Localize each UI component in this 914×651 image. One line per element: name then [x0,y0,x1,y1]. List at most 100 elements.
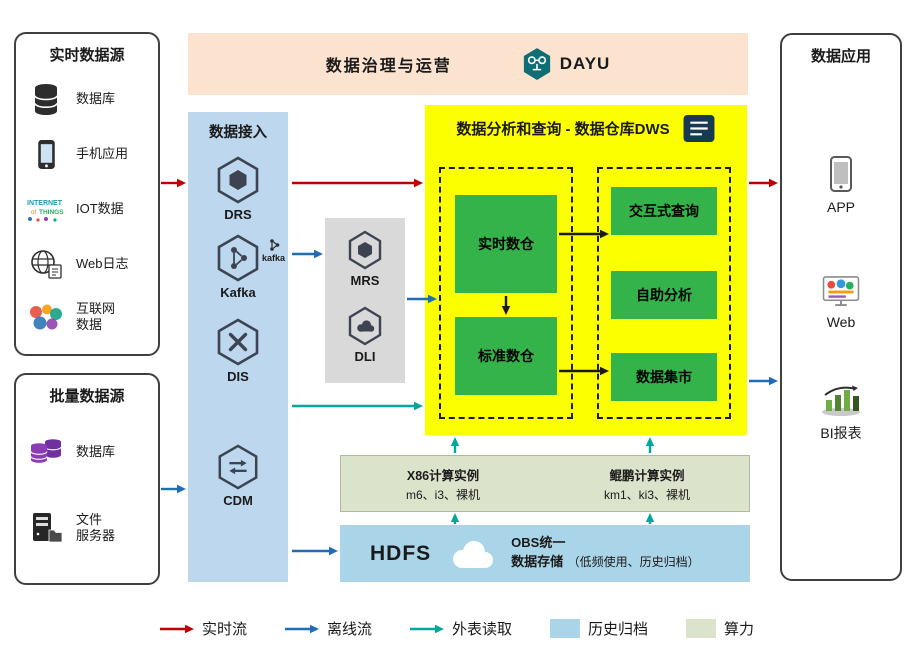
panel-storage: HDFS OBS统一 数据存储 （低频使用、历史归档） [340,525,750,582]
kunpeng-compute-spec: km1、ki3、裸机 [603,487,690,502]
svg-text:THINGS: THINGS [39,209,64,216]
document-list-icon [683,114,715,143]
svg-text:INTERNET: INTERNET [27,200,63,207]
web-monitor-icon [822,276,860,307]
legend-external-read: 外表读取 [409,618,512,639]
obs-note: （低频使用、历史归档） [567,555,700,570]
applications-title: 数据应用 [810,48,871,65]
service-label: DRS [224,207,252,222]
legend-archive: 历史归档 [550,618,648,639]
dws-self-service-analysis: 自助分析 [611,271,717,319]
legend-label: 算力 [724,621,755,638]
kafka-logo-icon [269,239,279,251]
file-server-icon [24,512,68,544]
dis-icon [217,318,259,366]
panel-batch-sources: 批量数据源 数据库 [14,373,160,585]
service-label: MRS [350,273,380,288]
source-item-label: 数据库 [76,90,116,106]
legend-compute: 算力 [686,618,754,639]
realtime-sources-title: 实时数据源 [49,47,125,64]
mobile-phone-icon [24,139,68,170]
service-dis: DIS [188,318,288,384]
internet-data-icon [24,303,68,331]
obs-line1: OBS统一 [511,534,566,550]
service-label: DLI [354,349,376,364]
dws-data-mart: 数据集市 [611,353,717,401]
cdm-icon [218,444,258,490]
archive-swatch [550,619,580,638]
cloud-icon [453,540,494,568]
legend-label: 实时流 [201,621,247,638]
iot-icon: INTERNET of THINGS [24,195,68,223]
app-item-bi: BI报表 [782,383,900,443]
app-item-web: Web [782,275,900,330]
database-icon [24,83,68,116]
legend: 实时流 离线流 外表读取 历史归档 算力 [0,618,914,639]
app-item-app: APP [782,155,900,215]
source-item-database-batch: 数据库 [24,425,154,479]
source-item-database: 数据库 [24,74,154,124]
obs-line2-title: 数据存储 [511,554,564,570]
data-ingestion-title: 数据接入 [209,125,267,141]
dayu-logo-icon [523,48,550,80]
x86-compute: X86计算实例 m6、i3、裸机 [341,456,545,511]
source-item-internet-data: 互联网 数据 [24,292,154,342]
source-item-mobile-app: 手机应用 [24,129,154,179]
panel-compute-instances: X86计算实例 m6、i3、裸机 鲲鹏计算实例 km1、ki3、裸机 [340,455,750,512]
x86-compute-title: X86计算实例 [406,468,480,483]
dws-warehouse-group [439,167,573,419]
legend-offline-flow: 离线流 [284,618,372,639]
dws-title: 数据分析和查询 - 数据仓库DWS [456,121,670,138]
globe-document-icon [24,249,68,279]
service-dli: DLI [325,306,405,364]
bi-chart-icon [822,385,860,416]
source-item-label: IOT数据 [76,200,124,216]
source-item-web-log: Web日志 [24,239,154,289]
red-arrow-icon [159,624,194,633]
service-label: CDM [223,493,253,508]
dws-realtime-warehouse: 实时数仓 [455,195,557,293]
kafka-word-text: kafka [262,253,286,263]
blue-arrow-icon [284,624,319,633]
service-label: Kafka [220,285,256,300]
service-mrs: MRS [325,230,405,288]
batch-sources-title: 批量数据源 [49,388,125,405]
legend-label: 外表读取 [451,621,512,638]
kunpeng-compute-title: 鲲鹏计算实例 [609,468,685,483]
dws-standard-warehouse: 标准数仓 [455,317,557,395]
source-item-iot: INTERNET of THINGS IOT数据 [24,184,154,234]
legend-label: 历史归档 [588,621,649,638]
kafka-wordmark: kafka [262,238,285,263]
svg-text:of: of [31,210,36,216]
obs-text-block: OBS统一 数据存储 （低频使用、历史归档） [511,534,699,573]
teal-arrow-icon [409,624,444,633]
obs-line2: 数据存储 （低频使用、历史归档） [511,551,699,573]
source-item-label: 文件 服务器 [76,511,116,543]
panel-applications: 数据应用 APP Web [780,33,902,581]
dws-interactive-query: 交互式查询 [611,187,717,235]
source-item-label: 互联网 数据 [76,300,116,332]
dli-icon [348,306,382,346]
service-drs: DRS [188,156,288,222]
source-item-file-server: 文件 服务器 [24,501,154,555]
compute-swatch [686,619,717,638]
app-item-label: Web [826,314,856,330]
panel-data-ingestion: 数据接入 DRS kafka Kafka [188,112,288,582]
app-item-label: BI报表 [820,425,862,441]
mrs-icon [348,230,382,270]
dayu-brand-text: DAYU [559,54,611,73]
source-item-label: 手机应用 [76,145,129,161]
x86-compute-spec: m6、i3、裸机 [405,487,480,502]
panel-middleware: MRS DLI [325,218,405,383]
governance-title: 数据治理与运营 [325,58,452,75]
panel-realtime-sources: 实时数据源 数据库 手机应用 [14,32,160,356]
database-purple-icon [24,437,68,467]
dayu-brand: DAYU [522,47,611,81]
source-item-label: 数据库 [76,443,116,459]
drs-icon [217,156,259,204]
service-kafka: kafka Kafka [188,234,288,300]
service-label: DIS [227,369,249,384]
governance-banner: 数据治理与运营 DAYU [188,33,748,95]
kafka-icon [217,234,259,282]
